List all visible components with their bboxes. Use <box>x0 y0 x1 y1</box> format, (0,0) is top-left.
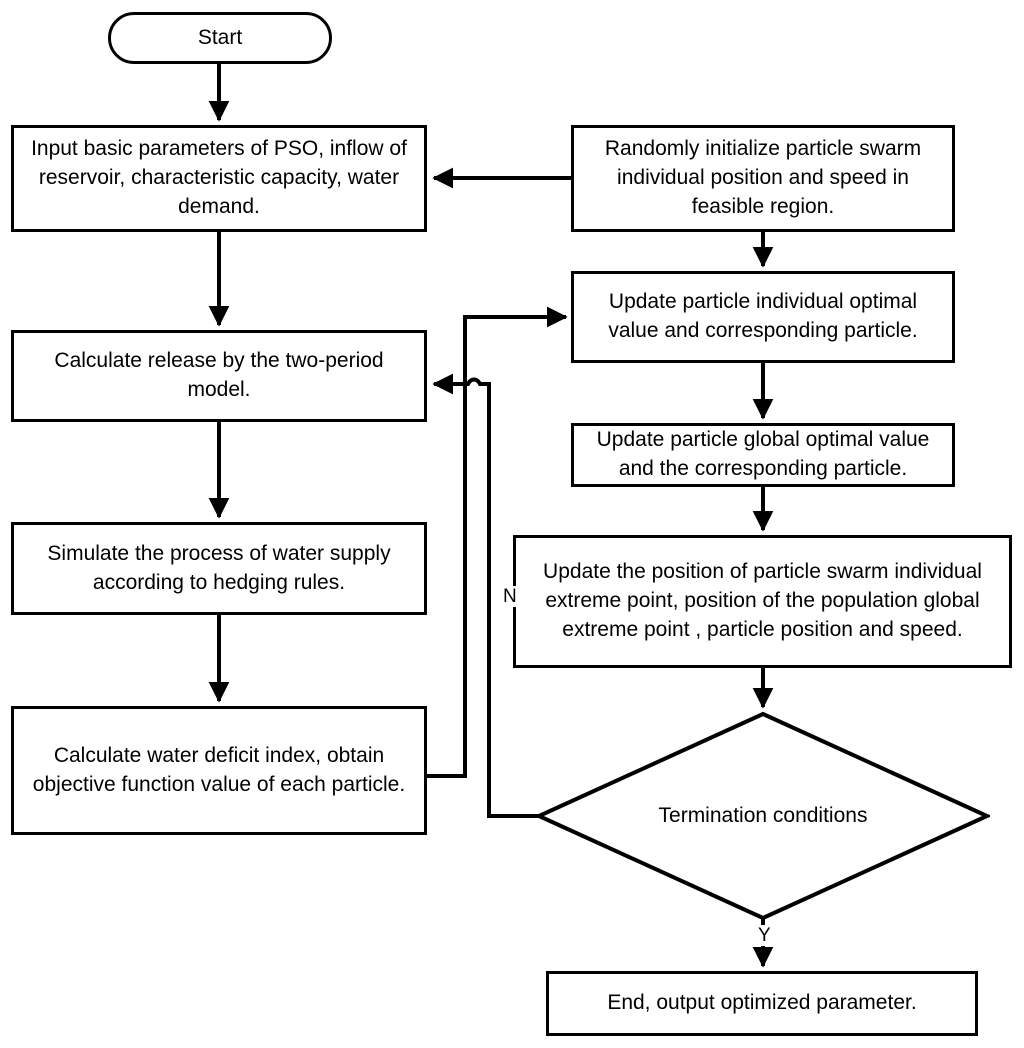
node-calculate-release[interactable]: Calculate release by the two-period mode… <box>11 330 427 422</box>
node-random-initialize-label: Randomly initialize particle swarm indiv… <box>604 137 922 218</box>
node-end-output[interactable]: End, output optimized parameter. <box>546 971 978 1036</box>
node-update-global-optimal[interactable]: Update particle global optimal value and… <box>571 423 955 487</box>
node-update-individual-optimal-label: Update particle individual optimal value… <box>608 290 918 342</box>
node-simulate-water-supply[interactable]: Simulate the process of water supply acc… <box>11 522 427 615</box>
edge-label-yes: Y <box>756 925 773 946</box>
node-start-label: Start <box>197 25 243 49</box>
node-update-position-label: Update the position of particle swarm in… <box>543 560 982 641</box>
node-update-position[interactable]: Update the position of particle swarm in… <box>513 535 1012 668</box>
edge-label-no: N <box>501 586 519 607</box>
node-update-global-optimal-label: Update particle global optimal value and… <box>596 428 930 480</box>
node-input-parameters-label: Input basic parameters of PSO, inflow of… <box>31 137 407 218</box>
node-calculate-deficit-index-label: Calculate water deficit index, obtain ob… <box>32 743 406 796</box>
node-input-parameters[interactable]: Input basic parameters of PSO, inflow of… <box>11 125 427 232</box>
node-end-output-label: End, output optimized parameter. <box>607 991 917 1015</box>
node-termination-conditions-label: Termination conditions <box>658 803 868 827</box>
node-update-individual-optimal[interactable]: Update particle individual optimal value… <box>571 271 955 363</box>
node-random-initialize[interactable]: Randomly initialize particle swarm indiv… <box>571 125 955 232</box>
node-simulate-water-supply-label: Simulate the process of water supply acc… <box>47 541 391 594</box>
node-termination-conditions[interactable]: Termination conditions <box>536 711 990 921</box>
node-calculate-deficit-index[interactable]: Calculate water deficit index, obtain ob… <box>11 706 427 835</box>
node-calculate-release-label: Calculate release by the two-period mode… <box>54 349 384 401</box>
node-start[interactable]: Start <box>108 12 332 64</box>
